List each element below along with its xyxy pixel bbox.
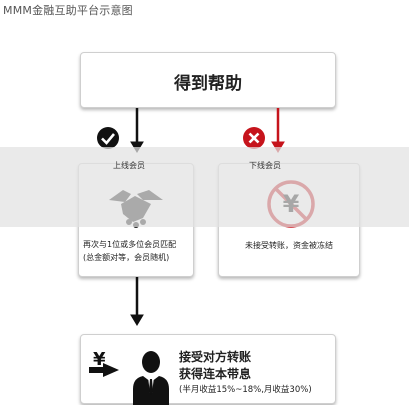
cross-circle-icon <box>243 127 265 149</box>
help-received-box: 得到帮助 <box>80 52 336 108</box>
bottom-line3: (半月收益15%~18%,月收益30%) <box>179 385 312 395</box>
page-title: MMM金融互助平台示意图 <box>3 4 133 17</box>
bottom-down-arrow <box>130 277 144 326</box>
overlay-band <box>0 147 409 227</box>
yen-symbol: ¥ <box>93 349 106 370</box>
bottom-line2: 获得连本带息 <box>179 367 252 381</box>
upline-description: 再次与1位或多位会员匹配 (总金额对等，会员随机) <box>83 238 191 264</box>
upline-description-line2: (总金额对等，会员随机) <box>83 253 170 262</box>
help-received-title: 得到帮助 <box>174 74 242 94</box>
check-circle-icon <box>97 127 119 149</box>
left-down-arrow <box>130 108 144 153</box>
upline-description-line1: 再次与1位或多位会员匹配 <box>83 240 177 249</box>
businessman-icon <box>133 351 169 405</box>
downline-label: 下线会员 <box>249 161 281 170</box>
right-down-arrow <box>271 108 285 153</box>
bottom-line1: 接受对方转账 <box>179 350 252 364</box>
yen-transfer-icon <box>89 363 119 377</box>
downline-description: 未接受转账，资金被冻结 <box>245 241 333 250</box>
receive-transfer-box: ¥ 接受对方转账 获得连本带息 (半月收益15%~18%,月收益30%) <box>80 334 336 405</box>
upline-label: 上线会员 <box>113 161 145 170</box>
